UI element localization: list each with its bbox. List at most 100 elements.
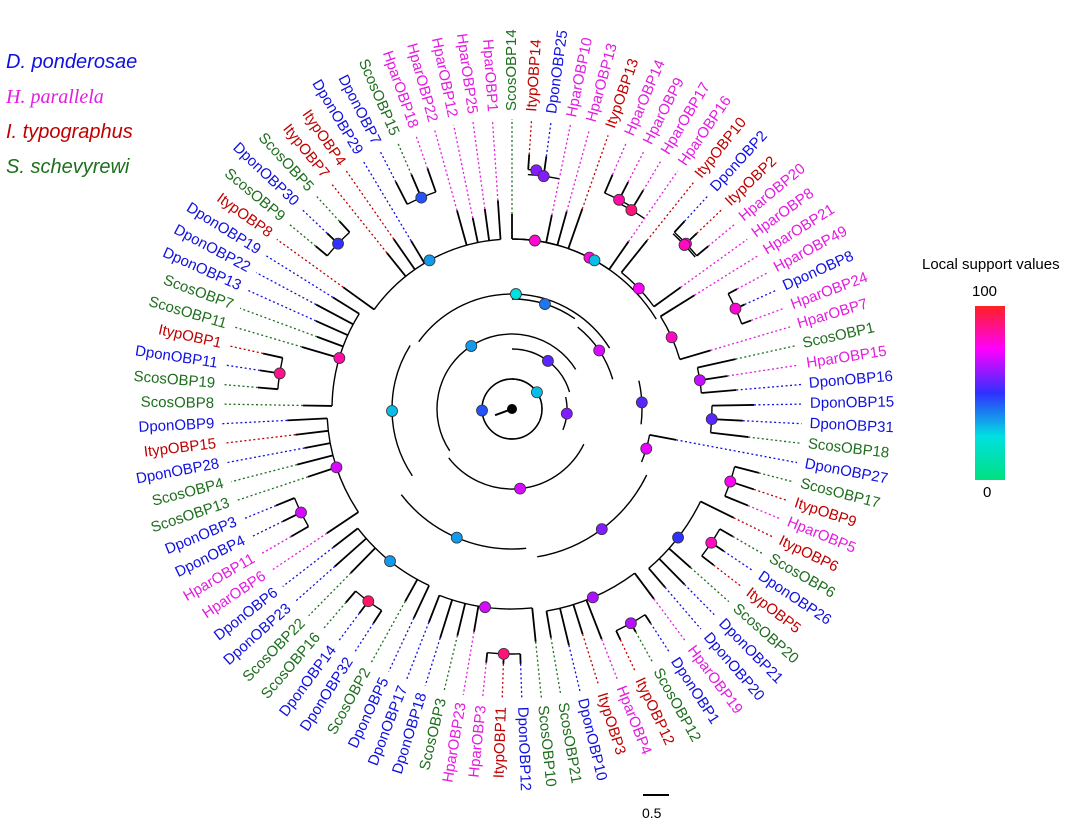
tip-connector bbox=[265, 255, 334, 298]
tip-branch bbox=[301, 346, 340, 359]
tip-connector bbox=[753, 403, 802, 406]
tip-connector bbox=[330, 182, 388, 254]
tip-connector bbox=[551, 124, 572, 216]
tip-branch bbox=[648, 567, 666, 588]
support-node bbox=[384, 555, 396, 568]
support-node bbox=[273, 367, 286, 380]
support-node bbox=[415, 191, 428, 204]
support-node bbox=[705, 413, 718, 426]
branch-length-scale: 0.5 bbox=[642, 794, 669, 821]
tip-connector bbox=[501, 663, 505, 699]
tip-label: ScosOBP19 bbox=[133, 368, 216, 392]
tip-branch bbox=[485, 652, 489, 663]
tip-branch bbox=[711, 404, 754, 407]
legend-species-dponderosae: D. ponderosae bbox=[6, 51, 137, 73]
tip-connector bbox=[601, 638, 618, 680]
tip-connector bbox=[732, 535, 764, 555]
tip-connector bbox=[690, 567, 730, 603]
tip-branch bbox=[428, 595, 441, 623]
tip-connector bbox=[322, 602, 347, 630]
tip-connector bbox=[370, 601, 406, 663]
tip-connector bbox=[736, 271, 769, 290]
tip-branch bbox=[653, 286, 682, 308]
tip-connector bbox=[225, 364, 261, 372]
clade-arc bbox=[373, 238, 501, 310]
tip-connector bbox=[535, 641, 542, 698]
support-color-scale: Local support values 100 0 bbox=[922, 256, 1060, 501]
legend-species-itypographus: I. typographus bbox=[6, 121, 133, 143]
tip-connector bbox=[243, 504, 277, 520]
legend-species-sschevyrewi: S. schevyrewi bbox=[6, 156, 130, 178]
tip-branch bbox=[727, 288, 738, 295]
support-node bbox=[593, 344, 606, 357]
tip-connector bbox=[247, 289, 317, 322]
tip-branch bbox=[275, 497, 295, 507]
support-node bbox=[537, 170, 550, 183]
support-node bbox=[640, 442, 653, 455]
tip-connector bbox=[282, 546, 334, 588]
tip-branch bbox=[585, 599, 603, 640]
tip-connector bbox=[452, 124, 474, 219]
tip-label: ItypOBP11 bbox=[490, 707, 509, 779]
support-node bbox=[386, 405, 398, 417]
clade-arc bbox=[511, 378, 543, 421]
tip-connector bbox=[684, 583, 716, 617]
tip-connector bbox=[707, 223, 736, 247]
tip-branch bbox=[372, 610, 383, 624]
tip-connector bbox=[611, 142, 627, 175]
scale-bar-label: 0.5 bbox=[642, 805, 662, 821]
tip-branch bbox=[531, 607, 537, 642]
tip-branch bbox=[527, 154, 531, 170]
tip-branch bbox=[741, 319, 752, 325]
tip-branch bbox=[315, 320, 349, 337]
support-node bbox=[479, 601, 491, 614]
tip-connector bbox=[649, 622, 671, 653]
tip-connector bbox=[646, 182, 694, 241]
tip-connector bbox=[628, 170, 679, 242]
tip-label: HparOBP3 bbox=[466, 705, 490, 779]
tip-branch bbox=[296, 454, 334, 466]
tip-branch bbox=[545, 610, 552, 638]
tip-connector bbox=[270, 532, 328, 572]
support-scale-max-label: 100 bbox=[972, 283, 997, 300]
tip-branch bbox=[603, 174, 614, 194]
tip-connector bbox=[276, 238, 344, 288]
tip-connector bbox=[747, 504, 781, 520]
tip-label: ScosOBP10 bbox=[534, 705, 559, 788]
tip-branch bbox=[287, 417, 328, 422]
tip-branch bbox=[304, 442, 331, 449]
clade-arc bbox=[537, 474, 648, 558]
tip-connector bbox=[397, 142, 413, 175]
tip-branch bbox=[608, 241, 630, 270]
tip-connector bbox=[301, 208, 328, 234]
tip-branch bbox=[334, 537, 367, 568]
tip-connector bbox=[222, 403, 304, 407]
tip-branch bbox=[395, 181, 409, 205]
tip-connector bbox=[239, 307, 318, 338]
tip-branch bbox=[410, 240, 426, 264]
support-node bbox=[476, 404, 488, 417]
tip-connector bbox=[294, 565, 336, 603]
support-node bbox=[497, 647, 510, 660]
tip-connector bbox=[680, 238, 748, 288]
support-node bbox=[672, 531, 684, 544]
tip-branch bbox=[350, 547, 376, 574]
tip-branch bbox=[701, 389, 737, 394]
tip-connector bbox=[519, 663, 523, 699]
tip-connector bbox=[545, 121, 552, 157]
tip-connector bbox=[568, 645, 581, 692]
tip-branch bbox=[257, 386, 278, 391]
tip-connector bbox=[635, 631, 654, 663]
clade-arc bbox=[448, 443, 585, 490]
tip-connector bbox=[308, 572, 352, 617]
tip-connector bbox=[528, 119, 533, 155]
tip-branch bbox=[345, 590, 357, 604]
tip-branch bbox=[456, 210, 468, 246]
support-node bbox=[665, 331, 678, 344]
clade-arc bbox=[400, 494, 527, 550]
support-node bbox=[330, 461, 343, 474]
tip-connector bbox=[748, 436, 801, 444]
tip-branch bbox=[658, 558, 686, 586]
clade-arc bbox=[511, 348, 571, 393]
root-node bbox=[507, 404, 517, 414]
